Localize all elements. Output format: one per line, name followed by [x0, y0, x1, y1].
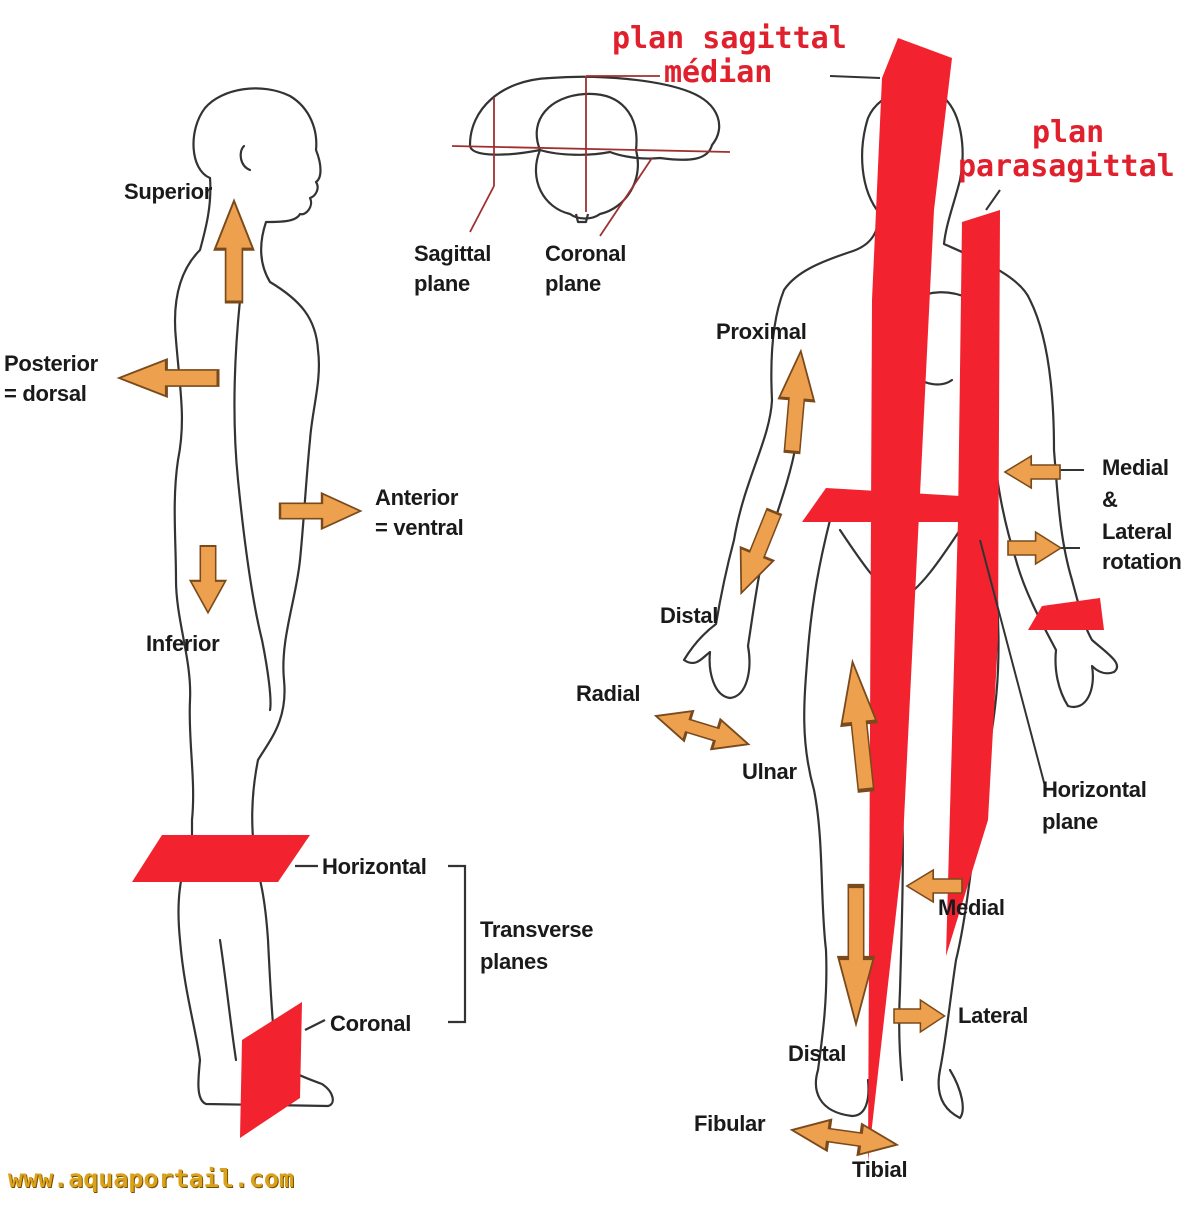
horizontal-plane-front — [802, 488, 996, 522]
sagittal-median-label-1: plan sagittal — [612, 21, 847, 56]
proximal-label: Proximal — [716, 319, 807, 344]
rotation-label-4: rotation — [1102, 549, 1182, 574]
inferior-label: Inferior — [146, 631, 220, 656]
posterior-label-2: = dorsal — [4, 381, 87, 406]
sagittal-plane-label-1: Sagittal — [414, 241, 492, 266]
arrow-radial-ulnar — [650, 699, 755, 761]
sagittal-plane-label-2: plane — [414, 271, 470, 296]
parasagittal-plane — [946, 210, 1000, 956]
anterior-label-1: Anterior — [375, 485, 459, 510]
horizontal-plane-side — [132, 835, 310, 882]
transverse-label-2: planes — [480, 949, 548, 974]
head-top-view — [468, 75, 721, 224]
transverse-label-1: Transverse — [480, 917, 594, 942]
side-figure — [173, 87, 334, 1108]
ulnar-label: Ulnar — [742, 759, 797, 784]
arrow-proximal — [772, 348, 820, 456]
transverse-bracket — [295, 864, 467, 1031]
coronal-plane-side — [240, 1002, 302, 1138]
lateral-label: Lateral — [958, 1003, 1029, 1028]
posterior-label-1: Posterior — [4, 351, 98, 376]
arrow-inferior — [189, 544, 227, 614]
anterior-label-2: = ventral — [375, 515, 464, 540]
parasagittal-label-1: plan — [1032, 115, 1105, 150]
tibial-label: Tibial — [852, 1157, 908, 1182]
coronal-plane-label-1: Coronal — [545, 241, 627, 266]
front-pointer-lines — [829, 75, 1084, 791]
arrow-posterior — [117, 358, 220, 398]
superior-label: Superior — [124, 179, 213, 204]
arrow-lateral — [893, 999, 946, 1033]
horizontal-label: Horizontal — [322, 854, 427, 879]
coronal-plane-label-2: plane — [545, 271, 601, 296]
arrow-medial-rotation — [1003, 455, 1061, 489]
medial-label: Medial — [938, 895, 1005, 920]
distal-upper-label: Distal — [660, 603, 719, 628]
parasagittal-label-2: parasagittal — [958, 149, 1175, 184]
coronal-label: Coronal — [330, 1011, 412, 1036]
watermark-url[interactable]: www.aquaportail.com — [8, 1164, 294, 1193]
head-plane-lines — [451, 75, 731, 237]
rotation-label-3: Lateral — [1102, 519, 1173, 544]
wrist-plane — [1028, 598, 1104, 630]
arrow-distal-lower — [838, 886, 873, 1024]
rotation-label-2: & — [1102, 487, 1118, 512]
distal-lower-label: Distal — [788, 1041, 847, 1066]
median-sagittal-plane — [868, 38, 952, 1162]
arrow-superior — [213, 199, 255, 304]
arrow-anterior — [278, 492, 362, 530]
radial-label: Radial — [576, 681, 641, 706]
horizontal-plane-label-1: Horizontal — [1042, 777, 1147, 802]
rotation-label-1: Medial — [1102, 455, 1169, 480]
horizontal-plane-label-2: plane — [1042, 809, 1098, 834]
sagittal-median-label-2: médian — [664, 55, 773, 90]
fibular-label: Fibular — [694, 1111, 766, 1136]
